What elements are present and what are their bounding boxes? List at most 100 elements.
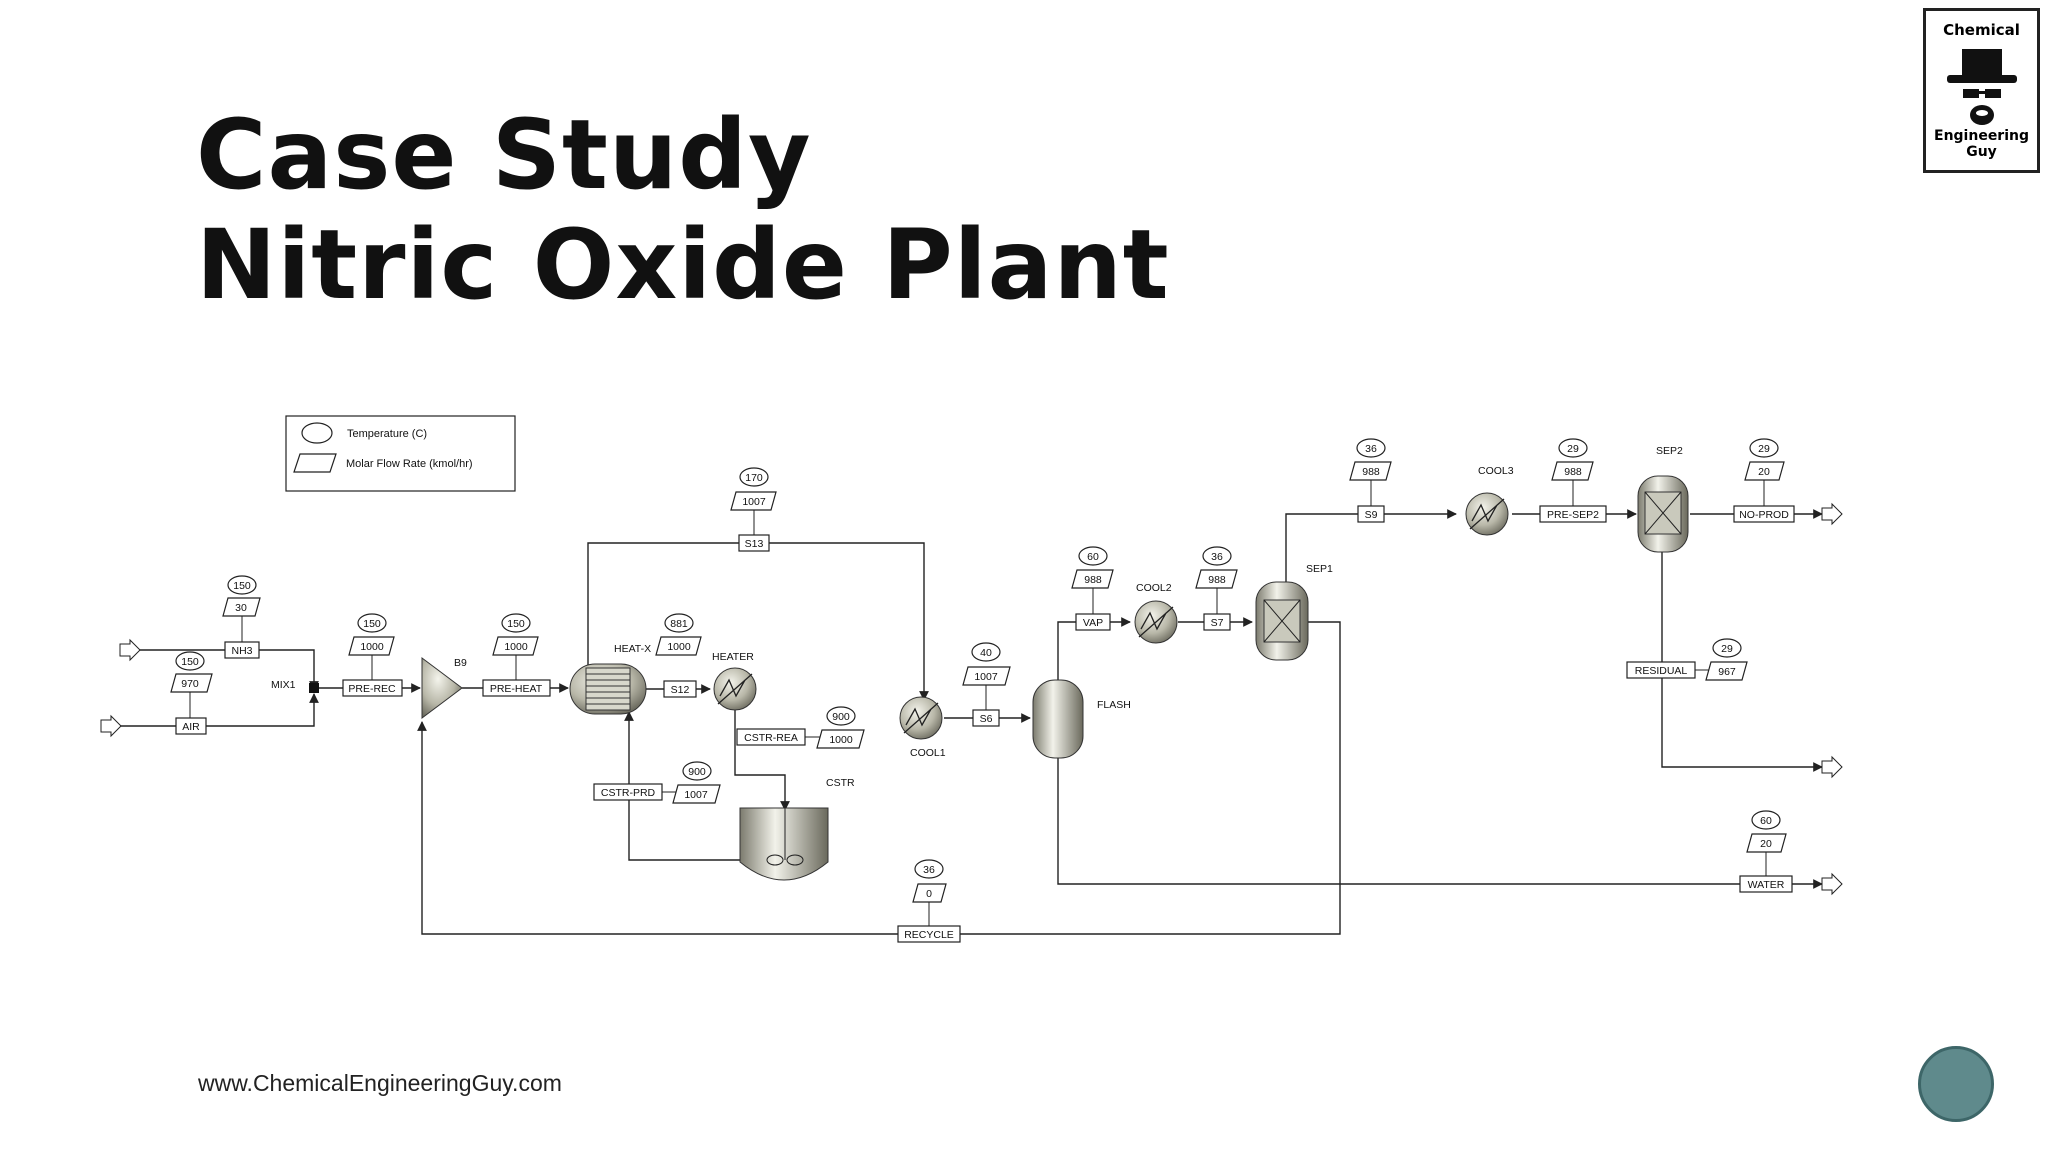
presep2-flow: 988 bbox=[1564, 466, 1582, 478]
water-temp: 60 bbox=[1760, 815, 1772, 827]
hat-face-icon bbox=[1946, 49, 2017, 125]
s13-temp: 170 bbox=[745, 472, 763, 484]
s9-temp: 36 bbox=[1365, 443, 1377, 455]
slide-title: Case Study Nitric Oxide Plant bbox=[196, 100, 1170, 320]
stream-no-prod: 29 20 NO-PROD bbox=[1733, 438, 1795, 523]
stream-pre-heat: 150 1000 PRE-HEAT bbox=[482, 613, 551, 697]
nh3-flow: 30 bbox=[235, 602, 247, 614]
preheat-flow: 1000 bbox=[504, 641, 528, 653]
water-flow: 20 bbox=[1760, 838, 1772, 850]
stream-s7: 36 988 S7 bbox=[1195, 546, 1238, 631]
s7-flow: 988 bbox=[1208, 574, 1226, 586]
prerec-name: PRE-REC bbox=[348, 683, 396, 695]
s13-name: S13 bbox=[745, 538, 764, 550]
stream-pre-rec: 150 1000 PRE-REC bbox=[342, 613, 403, 697]
cool3-label: COOL3 bbox=[1478, 465, 1514, 477]
recycle-flow: 0 bbox=[926, 888, 932, 900]
cooler-cool2: COOL2 bbox=[1134, 582, 1178, 644]
stream-residual: RESIDUAL 29 967 bbox=[1626, 638, 1748, 681]
noprod-flow: 20 bbox=[1758, 466, 1770, 478]
cool1-label: COOL1 bbox=[910, 747, 946, 759]
stream-nh3: 150 30 NH3 bbox=[222, 575, 261, 659]
cstrrea-temp: 900 bbox=[832, 711, 850, 723]
stream-vap: 60 988 VAP bbox=[1071, 546, 1114, 631]
vap-flow: 988 bbox=[1084, 574, 1102, 586]
legend-temperature-label: Temperature (C) bbox=[347, 428, 427, 440]
sep1-label: SEP1 bbox=[1306, 563, 1333, 575]
stream-s13: 170 1007 S13 bbox=[730, 467, 777, 552]
vap-name: VAP bbox=[1083, 617, 1103, 629]
preheat-name: PRE-HEAT bbox=[490, 683, 543, 695]
logo-text-bottom: Engineering Guy bbox=[1934, 128, 2029, 160]
s9-flow: 988 bbox=[1362, 466, 1380, 478]
cstr-label: CSTR bbox=[826, 777, 855, 789]
stream-cstr-rea: CSTR-REA 900 1000 bbox=[736, 706, 865, 749]
stream-water: 60 20 WATER bbox=[1739, 810, 1793, 893]
reactor-cstr: CSTR bbox=[739, 777, 855, 881]
cstrprd-temp: 900 bbox=[688, 766, 706, 778]
cstrprd-name: CSTR-PRD bbox=[601, 787, 656, 799]
s6-name: S6 bbox=[980, 713, 993, 725]
stream-recycle: 36 0 RECYCLE bbox=[897, 859, 961, 943]
logo-text-top: Chemical bbox=[1943, 21, 2020, 39]
water-name: WATER bbox=[1748, 879, 1785, 891]
vap-temp: 60 bbox=[1087, 551, 1099, 563]
cooler-cool1: COOL1 bbox=[899, 696, 946, 759]
prerec-flow: 1000 bbox=[360, 641, 384, 653]
mix1-label: MIX1 bbox=[271, 679, 296, 691]
separator-sep1: SEP1 bbox=[1255, 563, 1333, 661]
s12-name: S12 bbox=[671, 684, 690, 696]
legend-flow-label: Molar Flow Rate (kmol/hr) bbox=[346, 458, 473, 470]
noprod-name: NO-PROD bbox=[1739, 509, 1789, 521]
stream-s9: 36 988 S9 bbox=[1349, 438, 1392, 523]
cstrrea-name: CSTR-REA bbox=[744, 732, 798, 744]
s12-flow: 1000 bbox=[667, 641, 691, 653]
recycle-temp: 36 bbox=[923, 864, 935, 876]
s7-name: S7 bbox=[1211, 617, 1224, 629]
stream-s6: 40 1007 S6 bbox=[962, 642, 1011, 727]
recycle-name: RECYCLE bbox=[904, 929, 954, 941]
stream-s12: 881 1000 S12 bbox=[655, 613, 702, 698]
s7-temp: 36 bbox=[1211, 551, 1223, 563]
heat-exchanger-heatx: HEAT-X bbox=[569, 643, 651, 715]
air-flow: 970 bbox=[181, 678, 199, 690]
cstrprd-flow: 1007 bbox=[684, 789, 708, 801]
residual-temp: 29 bbox=[1721, 643, 1733, 655]
s13-flow: 1007 bbox=[742, 496, 766, 508]
website-url[interactable]: www.ChemicalEngineeringGuy.com bbox=[198, 1070, 562, 1096]
splitter-b9: B9 bbox=[421, 657, 467, 719]
air-temp: 150 bbox=[181, 656, 199, 668]
heatx-label: HEAT-X bbox=[614, 643, 651, 655]
title-line-1: Case Study bbox=[196, 99, 812, 211]
nh3-temp: 150 bbox=[233, 580, 251, 592]
s9-name: S9 bbox=[1365, 509, 1378, 521]
presep2-name: PRE-SEP2 bbox=[1547, 509, 1599, 521]
cooler-cool3: COOL3 bbox=[1465, 465, 1514, 536]
separator-sep2: SEP2 bbox=[1637, 445, 1689, 553]
air-name: AIR bbox=[182, 721, 200, 733]
flash-drum: FLASH bbox=[1032, 679, 1131, 759]
heater-label: HEATER bbox=[712, 651, 754, 663]
residual-name: RESIDUAL bbox=[1635, 665, 1688, 677]
title-line-2: Nitric Oxide Plant bbox=[196, 209, 1170, 321]
stream-lines bbox=[100, 502, 1843, 935]
nh3-name: NH3 bbox=[231, 645, 252, 657]
sep2-label: SEP2 bbox=[1656, 445, 1683, 457]
legend: Temperature (C) Molar Flow Rate (kmol/hr… bbox=[285, 415, 516, 492]
cstrrea-flow: 1000 bbox=[829, 734, 853, 746]
stream-air: 150 970 AIR bbox=[170, 651, 213, 735]
flash-label: FLASH bbox=[1097, 699, 1131, 711]
s6-temp: 40 bbox=[980, 647, 992, 659]
brand-logo: Chemical Engineering Guy bbox=[1923, 8, 2040, 173]
stream-pre-sep2: 29 988 PRE-SEP2 bbox=[1539, 438, 1607, 523]
stream-cstr-prd: CSTR-PRD 900 1007 bbox=[593, 761, 721, 804]
s6-flow: 1007 bbox=[974, 671, 998, 683]
presep2-temp: 29 bbox=[1567, 443, 1579, 455]
mixer-mix1: MIX1 bbox=[271, 679, 319, 693]
prerec-temp: 150 bbox=[363, 618, 381, 630]
slide-navigation-button[interactable] bbox=[1918, 1046, 1994, 1122]
s12-temp: 881 bbox=[670, 618, 688, 630]
b9-label: B9 bbox=[454, 657, 467, 669]
residual-flow: 967 bbox=[1718, 666, 1736, 678]
noprod-temp: 29 bbox=[1758, 443, 1770, 455]
